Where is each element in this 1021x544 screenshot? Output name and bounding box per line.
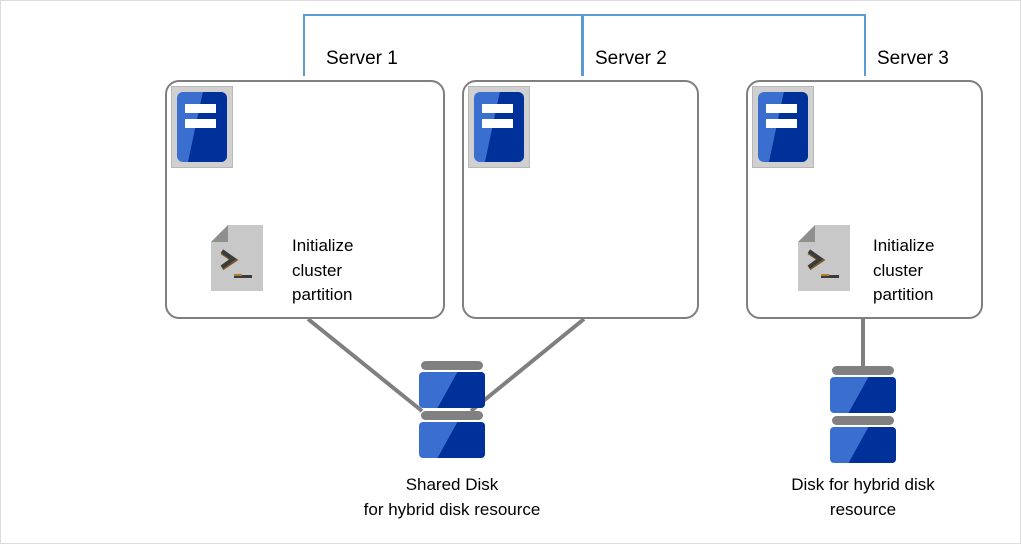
connector-server2-to-shared-disk [469,317,586,413]
mirror-disk-caption: Disk for hybrid disk resource [791,475,935,519]
server-icon [171,86,233,168]
server-box-3[interactable]: Initialize cluster partition [746,80,983,319]
disk-stack-icon [830,366,896,464]
server-action-text: Initialize cluster partition [873,236,935,305]
server-label-3: Server 3 [877,48,949,69]
server-label-1: Server 1 [326,48,398,69]
server-box-2[interactable] [462,80,699,319]
server-icon [752,86,814,168]
disk-stack-icon [419,361,485,459]
server-box-1[interactable]: Initialize cluster partition [165,80,445,319]
script-document-icon [211,225,263,291]
server-label-2: Server 2 [595,48,667,69]
group-bracket-server2 [582,14,866,76]
connector-server1-to-shared-disk [306,317,424,413]
shared-disk-caption: Shared Disk for hybrid disk resource [363,475,541,519]
server-icon [468,86,530,168]
script-document-icon [798,225,850,291]
server-action-text: Initialize cluster partition [292,236,354,305]
